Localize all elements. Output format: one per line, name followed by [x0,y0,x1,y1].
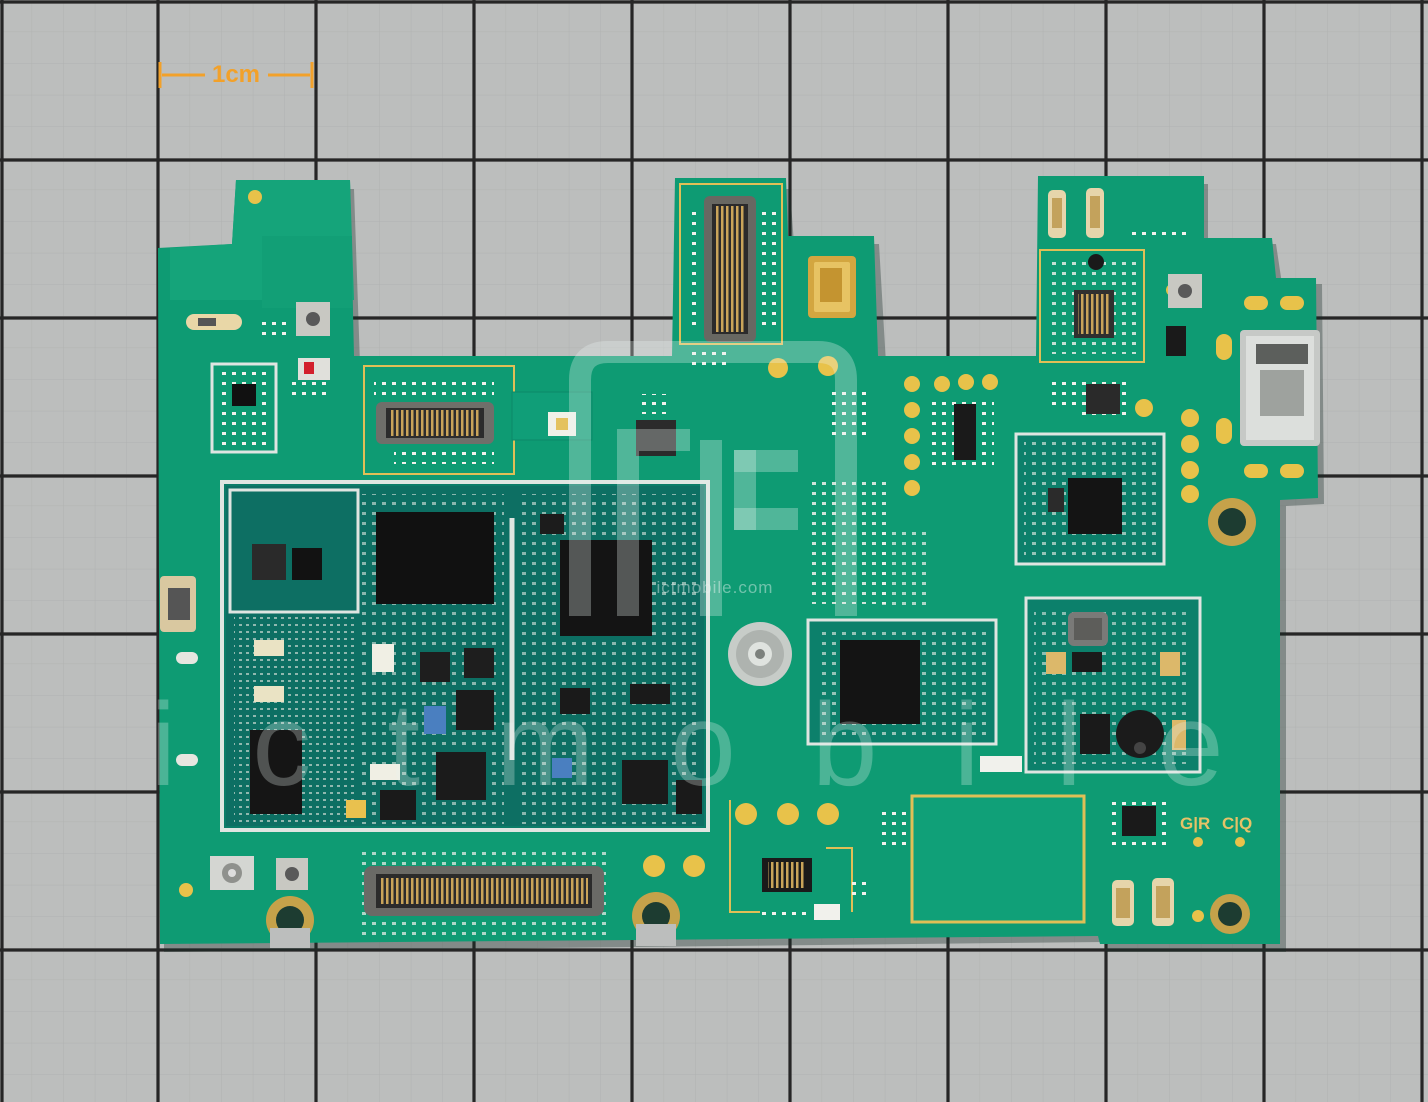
antenna-area [910,794,1086,924]
watermark-wordmark-text: ictmobile [150,679,1300,811]
scale-bar: 1cm [158,60,314,90]
gold-pads [179,284,1245,922]
watermark-wordmark: ictmobile [150,686,1280,804]
scale-bar-label: 1cm [211,61,261,88]
watermark-url: ictmobile.com [656,578,774,597]
mounting-holes [266,498,1256,948]
silkscreen-right-mark: C|Q [1222,814,1253,833]
silkscreen-left-mark: G|R [1180,814,1211,833]
vibration-motor [1116,710,1164,758]
scale-bar-graphic [158,62,314,88]
soc-chip [376,512,494,604]
watermark-logo [569,341,857,616]
